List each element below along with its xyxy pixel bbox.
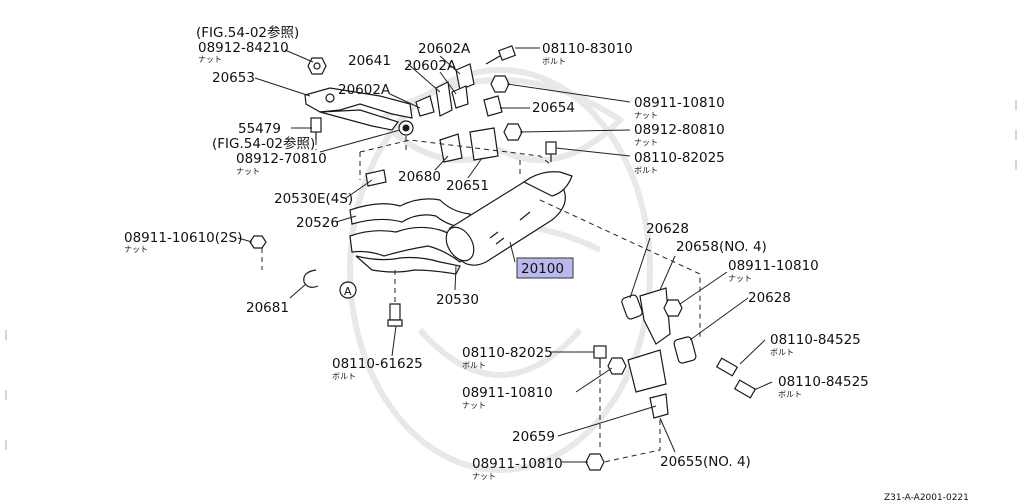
bracket-20655	[649, 393, 669, 419]
bolt-08110-84525-2-label: 08110-84525	[778, 374, 869, 390]
part-labels: (FIG.54-02参照) 08912-84210 ナット 20641 2060…	[124, 24, 969, 503]
part-20526-label: 20526	[296, 215, 339, 231]
bolt-08110-61625	[387, 303, 403, 327]
bolt-08110-84525-1	[715, 357, 739, 377]
marker-a	[339, 281, 357, 299]
clip-20530e	[365, 169, 387, 187]
nut-08911-10810-bottom	[585, 453, 605, 471]
part-20659-label: 20659	[512, 429, 555, 445]
bolt-08110-84525-2	[733, 379, 757, 399]
nut-08912-84210	[307, 57, 327, 75]
fig-ref-top-label: (FIG.54-02参照)	[196, 24, 299, 41]
nut-08911-10610-label: 08911-10610(2S)	[124, 230, 242, 246]
exhaust-pipe-20526	[349, 198, 471, 229]
bolt-08110-61625-sublabel: ボルト	[332, 372, 356, 381]
bracket-20680	[439, 133, 463, 163]
part-20628-top-label: 20628	[646, 221, 689, 237]
bolt-08110-82025-bottom-label: 08110-82025	[462, 345, 553, 361]
nut-08911-10810-top	[490, 75, 510, 93]
bolt-08110-82025-bottom	[593, 345, 607, 368]
nut-08911-10810-top-sublabel: ナット	[634, 111, 658, 120]
part-20681-label: 20681	[246, 300, 289, 316]
marker-a-label: A	[344, 285, 352, 298]
clip-20681	[303, 269, 319, 288]
bolt-08110-82025-top-sublabel: ボルト	[634, 166, 658, 175]
part-20651-label: 20651	[446, 178, 489, 194]
nut-08912-70810	[398, 120, 414, 136]
bracket-20659	[607, 349, 667, 393]
nut-08911-10810-mid-label: 08911-10810	[462, 385, 553, 401]
exhaust-pipe-20530	[349, 226, 469, 275]
bolt-08110-84525-1-label: 08110-84525	[770, 332, 861, 348]
margin-ticks	[5, 100, 1017, 450]
nut-08911-10610-sublabel: ナット	[124, 245, 148, 254]
nut-08911-10810-right-sublabel: ナット	[728, 274, 752, 283]
bolt-08110-82025-top-label: 08110-82025	[634, 150, 725, 166]
fig-ref-mid-label: (FIG.54-02参照)	[212, 135, 315, 152]
nut-08912-84210-label: 08912-84210	[198, 40, 289, 56]
nut-08912-84210-sublabel: ナット	[198, 55, 222, 64]
part-20602a-label-2: 20602A	[404, 58, 457, 74]
nut-08911-10810-top-label: 08911-10810	[634, 95, 725, 111]
part-20100-label: 20100	[521, 261, 564, 277]
part-20653-label: 20653	[212, 70, 255, 86]
part-20655-label: 20655(NO. 4)	[660, 454, 751, 470]
bracket-20651	[469, 127, 499, 161]
rubber-mount-20628-right	[673, 336, 697, 364]
nut-08911-10810-right	[663, 299, 683, 317]
nut-08911-10810-right-label: 08911-10810	[728, 258, 819, 274]
bolt-08110-83010-sublabel: ボルト	[542, 57, 566, 66]
part-55479-label: 55479	[238, 121, 281, 137]
bolt-08110-83010-label: 08110-83010	[542, 41, 633, 57]
part-20658-label: 20658(NO. 4)	[676, 239, 767, 255]
diagram-code: Z31-A-A2001-0221	[884, 493, 969, 503]
bracket-20641	[415, 63, 475, 117]
bolt-08110-84525-1-sublabel: ボルト	[770, 348, 794, 357]
rubber-mount-20628-top	[621, 294, 643, 320]
bolt-08110-83010	[485, 45, 517, 65]
nut-08912-80810-sublabel: ナット	[634, 138, 658, 147]
bracket-20658	[639, 287, 671, 345]
hanger-bracket-20653	[304, 87, 413, 131]
assembly-dashed-lines	[261, 136, 701, 463]
nut-08912-70810-label: 08912-70810	[236, 151, 327, 167]
part-20100-highlight	[516, 257, 574, 279]
part-20602a-label-1: 20602A	[418, 41, 471, 57]
nut-08912-80810-label: 08912-80810	[634, 122, 725, 138]
nut-08912-80810	[503, 123, 523, 141]
nut-08912-70810-sublabel: ナット	[236, 167, 260, 176]
part-20628-right-label: 20628	[748, 290, 791, 306]
muffler-20100	[445, 171, 573, 266]
part-20654-label: 20654	[532, 100, 575, 116]
nut-08911-10810-bottom-label: 08911-10810	[472, 456, 563, 472]
bolt-55479	[310, 117, 322, 140]
part-20641-label: 20641	[348, 53, 391, 69]
bolt-08110-61625-label: 08110-61625	[332, 356, 423, 372]
nut-08911-10810-mid-sublabel: ナット	[462, 401, 486, 410]
nut-08911-10810-bottom-sublabel: ナット	[472, 472, 496, 481]
part-20530-label: 20530	[436, 292, 479, 308]
bracket-20654	[483, 95, 503, 117]
leader-lines	[237, 47, 773, 463]
bolt-08110-82025-bottom-sublabel: ボルト	[462, 361, 486, 370]
nut-08911-10610	[249, 235, 267, 249]
part-20680-label: 20680	[398, 169, 441, 185]
part-20602a-label-3: 20602A	[338, 82, 391, 98]
bolt-08110-84525-2-sublabel: ボルト	[778, 390, 802, 399]
part-20530e-label: 20530E(4S)	[274, 191, 353, 207]
